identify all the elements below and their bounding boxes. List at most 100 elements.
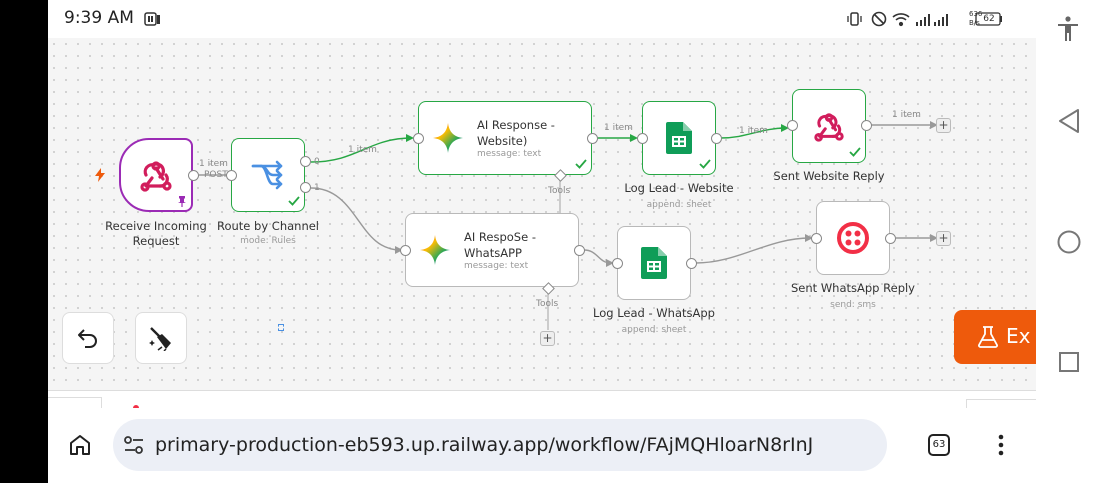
node-route-subtitle: mode: Rules bbox=[240, 236, 296, 246]
home-icon[interactable] bbox=[68, 433, 92, 457]
node-ai-response-website[interactable]: AI Response - Website) message: text bbox=[418, 101, 592, 175]
bottom-panel-marker bbox=[133, 405, 139, 409]
input-port[interactable] bbox=[413, 133, 424, 144]
input-port[interactable] bbox=[637, 133, 648, 144]
output-port[interactable] bbox=[188, 170, 199, 181]
edge-label-route-out0: 0 bbox=[314, 157, 320, 167]
add-node-button[interactable]: + bbox=[936, 118, 951, 133]
node-log-whatsapp-subtitle: append: sheet bbox=[621, 325, 687, 335]
input-port[interactable] bbox=[226, 170, 237, 181]
bottom-panel-tab bbox=[48, 397, 102, 409]
broom-icon bbox=[149, 327, 171, 351]
node-ai-website-title-line1: AI Response - bbox=[477, 118, 555, 132]
edge-log-sent-website bbox=[719, 127, 787, 139]
node-route-by-channel[interactable] bbox=[231, 138, 305, 212]
edge-route-ai-whatsapp bbox=[310, 187, 401, 251]
connections-layer bbox=[199, 121, 938, 330]
node-ai-website-title-line2: Website) bbox=[477, 134, 528, 148]
node-receive-incoming-request[interactable] bbox=[119, 138, 193, 212]
battery-level: 62 bbox=[983, 14, 995, 24]
edge-label-sent-out: 1 item bbox=[892, 110, 921, 120]
workflow-canvas[interactable]: 1 item POST 0 1 1 item 1 item 1 item 1 i… bbox=[48, 38, 1036, 390]
dnd-icon bbox=[871, 11, 887, 27]
node-ai-whatsapp-title-line1: AI RespoSe - bbox=[464, 230, 536, 244]
edge-route-ai-website bbox=[310, 137, 413, 163]
execute-label: Ex bbox=[1006, 324, 1031, 348]
edge-label-route-ai: 1 item bbox=[348, 145, 377, 155]
webhook-icon bbox=[140, 161, 172, 192]
bottom-panel-edge bbox=[48, 390, 1036, 409]
success-check-icon bbox=[575, 159, 587, 169]
url-text[interactable]: primary-production-eb593.up.railway.app/… bbox=[155, 434, 814, 456]
flask-icon bbox=[978, 326, 998, 348]
node-sent-website-reply[interactable] bbox=[792, 89, 866, 163]
add-tool-button[interactable]: + bbox=[540, 331, 555, 346]
output-port[interactable] bbox=[861, 120, 872, 131]
node-receive-title-line2: Request bbox=[132, 234, 180, 248]
add-node-button[interactable]: + bbox=[936, 231, 951, 246]
edge-label-route-out1: 1 bbox=[314, 183, 320, 193]
home-circle-icon[interactable] bbox=[1056, 229, 1082, 255]
gemini-icon bbox=[433, 123, 463, 153]
battery-icon bbox=[975, 12, 1002, 26]
input-port[interactable] bbox=[612, 258, 623, 269]
menu-dots-icon[interactable] bbox=[998, 433, 1004, 457]
output-port[interactable] bbox=[711, 133, 722, 144]
edge-label-ai-log: 1 item bbox=[604, 123, 633, 133]
webhook-icon bbox=[814, 113, 844, 142]
pin-icon bbox=[178, 196, 186, 207]
edge-label-receive-items: 1 item bbox=[199, 159, 228, 169]
success-check-icon bbox=[288, 196, 300, 206]
back-icon[interactable] bbox=[1058, 108, 1080, 134]
undo-icon bbox=[78, 329, 97, 348]
status-bar: 9:39 AM 636 B/s 62 bbox=[48, 0, 1036, 38]
gemini-icon bbox=[420, 235, 450, 265]
output-port[interactable] bbox=[574, 245, 585, 256]
input-port[interactable] bbox=[787, 120, 798, 131]
output-port[interactable] bbox=[885, 233, 896, 244]
phone-screen: 9:39 AM 636 B/s 62 bbox=[48, 0, 1036, 483]
twilio-icon bbox=[837, 222, 869, 254]
undo-button[interactable] bbox=[62, 312, 114, 364]
input-port[interactable] bbox=[400, 245, 411, 256]
edge-label-log-sent: 1 item bbox=[739, 126, 768, 136]
google-sheets-icon bbox=[666, 122, 692, 154]
node-sent-whatsapp-reply[interactable] bbox=[816, 201, 890, 275]
output-port[interactable] bbox=[587, 133, 598, 144]
node-log-whatsapp-title: Log Lead - WhatsApp bbox=[593, 306, 715, 320]
node-sent-whatsapp-subtitle: send: sms bbox=[830, 300, 876, 310]
node-log-lead-whatsapp[interactable] bbox=[617, 226, 691, 300]
tools-label-bottom: Tools bbox=[536, 299, 559, 309]
node-sent-website-title: Sent Website Reply bbox=[773, 169, 885, 183]
success-check-icon bbox=[699, 159, 711, 169]
output-port-0[interactable] bbox=[300, 156, 311, 167]
net-speed-unit: B/s bbox=[969, 19, 980, 27]
accessibility-icon[interactable] bbox=[1056, 16, 1080, 42]
execute-workflow-button[interactable]: Ex bbox=[954, 310, 1036, 364]
node-sent-whatsapp-title: Sent WhatsApp Reply bbox=[790, 281, 915, 295]
node-ai-whatsapp-title-line2: WhatsAPP bbox=[464, 246, 522, 260]
output-port[interactable] bbox=[686, 258, 697, 269]
node-ai-website-subtitle: message: text bbox=[477, 149, 542, 159]
google-sheets-icon bbox=[641, 247, 667, 279]
recents-icon[interactable] bbox=[1058, 351, 1080, 373]
notification-icon bbox=[144, 12, 160, 26]
address-bar[interactable]: primary-production-eb593.up.railway.app/… bbox=[113, 419, 887, 471]
tools-label-top: Tools bbox=[548, 186, 571, 196]
net-speed-value: 636 bbox=[969, 10, 983, 18]
node-log-lead-website[interactable] bbox=[642, 101, 716, 175]
status-icons bbox=[847, 11, 1002, 27]
signal-icon bbox=[916, 14, 948, 26]
node-receive-title-line1: Receive Incoming bbox=[105, 219, 207, 233]
node-log-website-subtitle: append: sheet bbox=[646, 200, 712, 210]
input-port[interactable] bbox=[811, 233, 822, 244]
site-settings-icon[interactable] bbox=[123, 435, 145, 455]
node-route-title: Route by Channel bbox=[216, 219, 319, 233]
tab-switcher-button[interactable]: 63 bbox=[928, 434, 950, 456]
node-ai-response-whatsapp[interactable]: AI RespoSe - WhatsAPP message: text bbox=[405, 213, 579, 287]
output-port-1[interactable] bbox=[300, 182, 311, 193]
success-check-icon bbox=[849, 147, 861, 157]
edge-label-post: POST bbox=[204, 170, 228, 180]
node-ai-whatsapp-subtitle: message: text bbox=[464, 261, 529, 271]
tidy-up-button[interactable] bbox=[135, 312, 187, 364]
